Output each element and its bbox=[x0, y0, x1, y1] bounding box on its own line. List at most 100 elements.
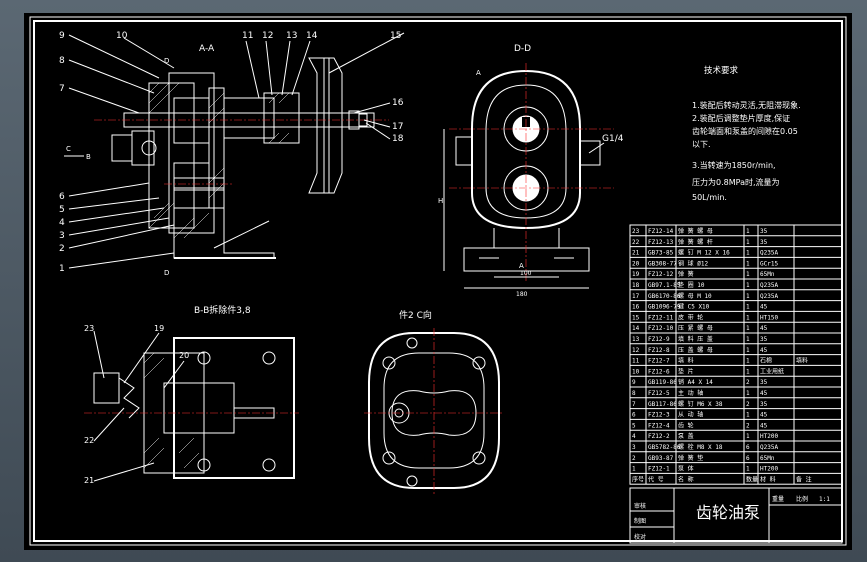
parts-list-cell: GB119-86 bbox=[648, 379, 677, 386]
section-view-dd: D-D H bbox=[438, 44, 624, 298]
parts-list-cell: 1 bbox=[746, 282, 750, 289]
part2-view-c: 件2 C向 bbox=[364, 309, 504, 495]
adjust-nut bbox=[93, 372, 120, 404]
pump-body bbox=[148, 82, 195, 229]
packing-gland bbox=[223, 97, 275, 139]
parts-list-cell: Q235A bbox=[760, 250, 778, 257]
parts-list-cell: GCr15 bbox=[760, 260, 778, 267]
parts-list-cell: 6 bbox=[746, 455, 750, 462]
svg-text:比例: 比例 bbox=[796, 495, 808, 503]
svg-text:19: 19 bbox=[154, 324, 164, 333]
parts-list-cell: 45 bbox=[760, 422, 768, 429]
svg-text:8: 8 bbox=[59, 56, 65, 66]
svg-text:3.当转速为1850r/min,: 3.当转速为1850r/min, bbox=[692, 160, 776, 170]
parts-list-cell: GB5782-86 bbox=[648, 444, 681, 451]
drawing-title: 齿轮油泵 bbox=[696, 503, 760, 522]
parts-list-cell: 齿 轮 bbox=[678, 421, 694, 429]
svg-text:100: 100 bbox=[520, 270, 532, 277]
svg-text:重量: 重量 bbox=[772, 495, 784, 503]
parts-list-cell: FZ12-9 bbox=[648, 336, 670, 343]
parts-list-cell: 螺 钉 M 12 X 16 bbox=[678, 249, 730, 257]
parts-list-cell: 键 C5 X10 bbox=[678, 303, 710, 311]
parts-list-cell: 1 bbox=[746, 325, 750, 332]
section-hatching bbox=[148, 82, 225, 239]
leader-lines-aa bbox=[68, 32, 405, 269]
parts-list-cell: 20 bbox=[632, 260, 640, 267]
svg-text:1.装配后转动灵活,无阻滞现象.: 1.装配后转动灵活,无阻滞现象. bbox=[692, 100, 801, 110]
svg-text:14: 14 bbox=[306, 31, 318, 41]
parts-list-cell: 1 bbox=[746, 358, 750, 365]
parts-list-cell: FZ12-7 bbox=[648, 358, 670, 365]
parts-list-cell: 1 bbox=[746, 368, 750, 375]
svg-text:18: 18 bbox=[392, 134, 404, 144]
svg-text:7: 7 bbox=[59, 84, 65, 94]
inlet-port bbox=[455, 136, 473, 166]
technical-requirements: 技术要求 1.装配后转动灵活,无阻滞现象. 2.装配后调整垫片厚度,保证 齿轮端… bbox=[692, 65, 801, 202]
view-label-part2: 件2 C向 bbox=[399, 309, 432, 321]
parts-list-cell: 1 bbox=[746, 228, 750, 235]
svg-text:21: 21 bbox=[84, 476, 94, 485]
parts-list-cell: 1 bbox=[746, 271, 750, 278]
view-label-dd: D-D bbox=[514, 44, 531, 54]
parts-list-cell: 35 bbox=[760, 228, 768, 235]
parts-list-cell: 1 bbox=[746, 250, 750, 257]
drawing-border-outer bbox=[29, 16, 847, 546]
balloons-aa: 9 10 8 7 6 5 4 3 2 1 11 12 13 14 15 16 1 bbox=[59, 31, 404, 274]
svg-text:B: B bbox=[86, 153, 91, 161]
parts-list-cell: GB73-85 bbox=[648, 250, 674, 257]
balloons-bb: 23 19 20 22 21 bbox=[84, 324, 189, 485]
svg-text:16: 16 bbox=[392, 98, 404, 108]
svg-text:23: 23 bbox=[84, 324, 94, 333]
pump-cover-bb bbox=[173, 337, 295, 479]
parts-list-cell: 13 bbox=[632, 336, 640, 343]
parts-list-cell: 23 bbox=[632, 228, 640, 235]
parts-list-cell: 弹 簧 垫 bbox=[678, 454, 703, 462]
parts-list-cell: 泵 盖 bbox=[678, 432, 694, 440]
cad-drawing: A-A bbox=[29, 16, 847, 546]
parts-list-cell: 9 bbox=[632, 379, 636, 386]
svg-text:C: C bbox=[66, 145, 71, 153]
svg-text:11: 11 bbox=[242, 31, 253, 41]
parts-list-cell: 45 bbox=[760, 325, 768, 332]
svg-text:A: A bbox=[476, 69, 481, 77]
parts-list-cell: 15 bbox=[632, 314, 640, 321]
parts-list-cell: 2 bbox=[632, 455, 636, 462]
parts-list-cell: 45 bbox=[760, 390, 768, 397]
section-view-bb: B-B拆除件3,8 23 19 bbox=[84, 304, 299, 485]
section-view-aa: A-A bbox=[59, 31, 405, 277]
svg-text:技术要求: 技术要求 bbox=[704, 65, 739, 76]
svg-text:22: 22 bbox=[84, 436, 94, 445]
svg-text:4: 4 bbox=[59, 218, 65, 228]
svg-text:审核: 审核 bbox=[634, 502, 646, 510]
pump-body-wall bbox=[208, 87, 225, 209]
parts-list-cell: 5 bbox=[632, 422, 636, 429]
svg-text:50L/min.: 50L/min. bbox=[692, 193, 727, 202]
parts-list-cell: 1 bbox=[746, 314, 750, 321]
parts-list-cell: 1 bbox=[746, 239, 750, 246]
parts-list-header-cell: 序号 bbox=[632, 475, 644, 483]
parts-list-cell: 填 料 bbox=[678, 357, 694, 365]
parts-list-cell: 3 bbox=[632, 444, 636, 451]
svg-text:校对: 校对 bbox=[634, 533, 646, 541]
pump-body-outline bbox=[471, 69, 581, 230]
parts-list-cell: 14 bbox=[632, 325, 640, 332]
svg-text:齿轮端面和泵盖的间隙在0.05: 齿轮端面和泵盖的间隙在0.05 bbox=[692, 126, 798, 136]
relief-valve-housing bbox=[131, 130, 155, 166]
valve-spring bbox=[118, 377, 140, 419]
parts-list-cell: 皮 带 轮 bbox=[678, 313, 703, 321]
parts-list-cell: FZ12-11 bbox=[648, 314, 674, 321]
parts-list-cell: 1 bbox=[746, 390, 750, 397]
parts-list-cell: FZ12-1 bbox=[648, 466, 670, 473]
svg-text:15: 15 bbox=[390, 31, 401, 41]
driven-gear bbox=[173, 162, 210, 209]
parts-list-cell: 填 料 压 盖 bbox=[678, 335, 713, 343]
